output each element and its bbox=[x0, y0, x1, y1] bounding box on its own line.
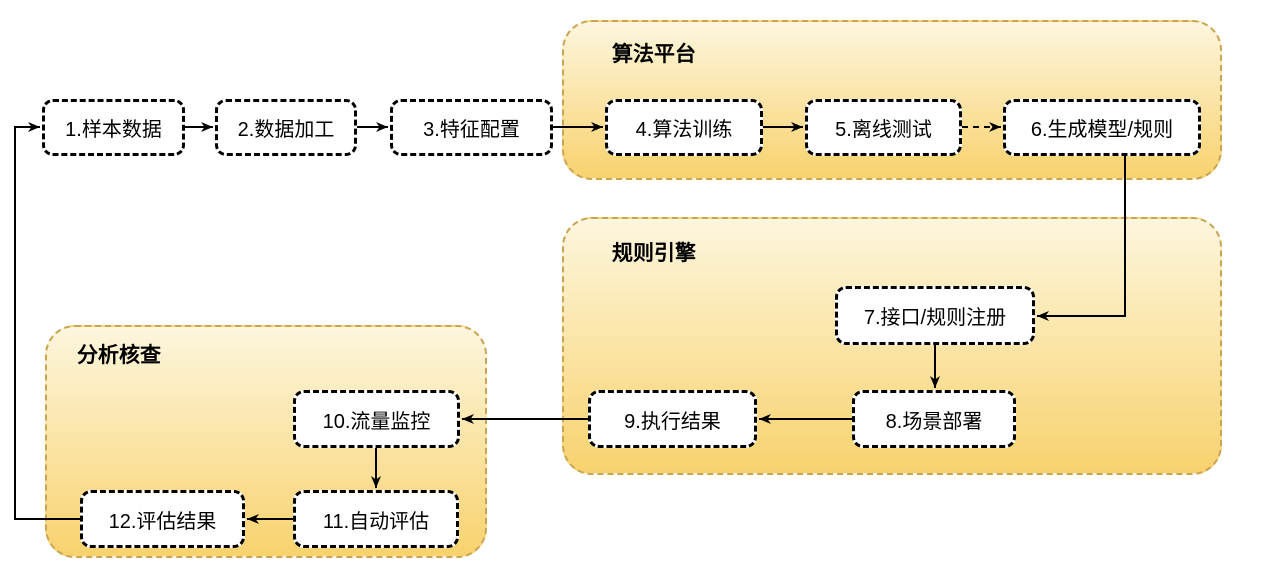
group-rule-engine-title: 规则引擎 bbox=[612, 242, 696, 265]
node-7-interface-rule-registration: 7.接口/规则注册 bbox=[835, 286, 1035, 345]
node-8-scenario-deployment: 8.场景部署 bbox=[852, 390, 1016, 448]
node-3-feature-config: 3.特征配置 bbox=[390, 99, 553, 156]
node-11-label: 11.自动评估 bbox=[322, 510, 430, 533]
group-analysis-check-title: 分析核查 bbox=[77, 344, 161, 367]
node-6-label: 6.生成模型/规则 bbox=[1030, 119, 1174, 141]
node-1-sample-data: 1.样本数据 bbox=[42, 99, 185, 156]
node-10-traffic-monitoring: 10.流量监控 bbox=[293, 390, 460, 448]
node-8-label: 8.场景部署 bbox=[885, 410, 983, 433]
node-5-offline-testing: 5.离线测试 bbox=[805, 99, 962, 156]
node-9-execution-results: 9.执行结果 bbox=[588, 390, 757, 448]
node-7-label: 7.接口/规则注册 bbox=[863, 307, 1007, 329]
node-12-label: 12.评估结果 bbox=[108, 510, 217, 533]
node-3-label: 3.特征配置 bbox=[423, 119, 520, 141]
node-11-auto-evaluation: 11.自动评估 bbox=[293, 490, 459, 548]
node-4-label: 4.算法训练 bbox=[635, 119, 733, 141]
node-4-algorithm-training: 4.算法训练 bbox=[605, 99, 763, 156]
node-10-label: 10.流量监控 bbox=[322, 410, 431, 433]
node-12-evaluation-results: 12.评估结果 bbox=[80, 490, 245, 548]
node-2-label: 2.数据加工 bbox=[237, 119, 335, 141]
node-5-label: 5.离线测试 bbox=[835, 119, 932, 141]
node-2-data-processing: 2.数据加工 bbox=[215, 99, 357, 156]
node-1-label: 1.样本数据 bbox=[65, 119, 162, 141]
node-9-label: 9.执行结果 bbox=[624, 410, 721, 433]
node-6-generate-model-rules: 6.生成模型/规则 bbox=[1003, 99, 1201, 156]
group-algorithm-platform-title: 算法平台 bbox=[612, 43, 696, 66]
